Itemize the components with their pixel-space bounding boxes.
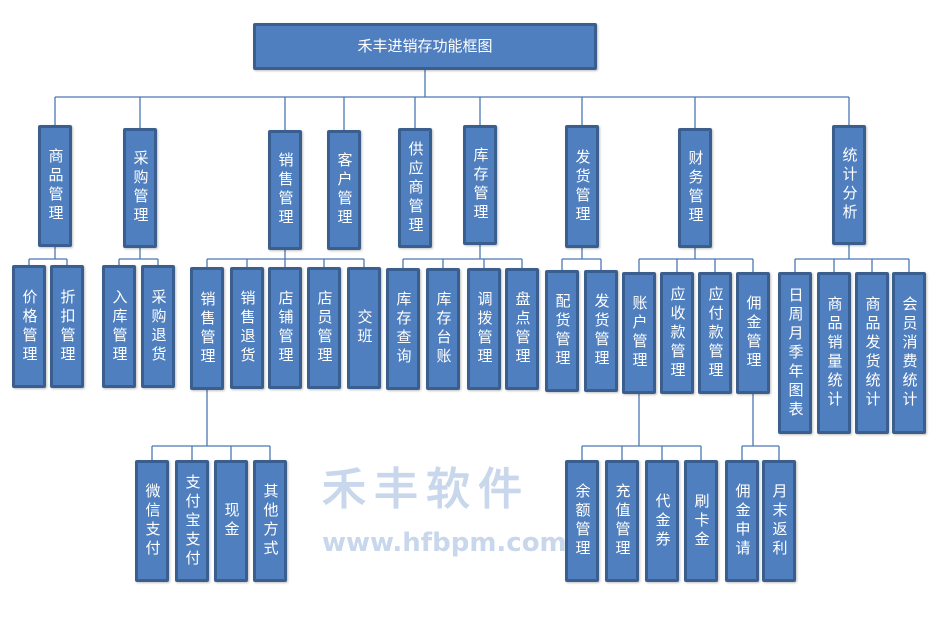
node-box: 会员消费统计 <box>892 272 926 434</box>
node-label: 折扣管理 <box>58 288 77 365</box>
node-box: 充值管理 <box>605 460 639 582</box>
node-label: 商品销量统计 <box>825 296 844 410</box>
node-box: 日周月季年图表 <box>778 272 812 434</box>
node-label: 库存管理 <box>471 147 490 223</box>
node-box: 月末返利 <box>762 460 796 582</box>
node-label: 余额管理 <box>573 483 592 559</box>
node-label: 日周月季年图表 <box>786 286 805 420</box>
diagram-title: 禾丰进销存功能框图 <box>357 37 493 55</box>
diagram-title-box: 禾丰进销存功能框图 <box>253 23 597 70</box>
node-label: 采购管理 <box>131 150 150 226</box>
node-box: 客户管理 <box>327 130 361 250</box>
node-label: 销售退货 <box>238 290 257 366</box>
node-box: 佣金管理 <box>736 272 770 394</box>
node-label: 账户管理 <box>630 295 649 371</box>
node-label: 支付宝支付 <box>183 473 202 569</box>
node-box: 价格管理 <box>12 265 46 388</box>
node-label: 佣金申请 <box>733 483 752 559</box>
node-box: 统计分析 <box>832 125 866 245</box>
node-box: 微信支付 <box>135 460 169 582</box>
node-label: 库存查询 <box>394 291 413 367</box>
node-label: 交班 <box>355 309 374 347</box>
node-label: 库存台账 <box>434 291 453 367</box>
node-box: 发货管理 <box>584 270 618 392</box>
node-label: 客户管理 <box>335 152 354 228</box>
node-label: 月末返利 <box>770 483 789 559</box>
node-label: 入库管理 <box>110 288 129 365</box>
node-label: 财务管理 <box>686 150 705 226</box>
node-label: 发货管理 <box>592 293 611 369</box>
node-box: 销售退货 <box>230 267 264 389</box>
node-box: 店员管理 <box>307 267 341 389</box>
node-box: 现金 <box>214 460 248 582</box>
node-label: 供应商管理 <box>406 140 425 236</box>
node-box: 刷卡金 <box>684 460 718 582</box>
node-label: 应付款管理 <box>706 285 725 381</box>
node-label: 代金券 <box>653 492 672 550</box>
node-label: 配货管理 <box>553 293 572 369</box>
node-box: 账户管理 <box>622 272 656 394</box>
node-box: 店铺管理 <box>268 267 302 389</box>
node-box: 商品管理 <box>38 125 72 247</box>
node-box: 入库管理 <box>102 265 136 388</box>
node-label: 会员消费统计 <box>900 296 919 410</box>
node-label: 充值管理 <box>613 483 632 559</box>
node-box: 余额管理 <box>565 460 599 582</box>
node-label: 佣金管理 <box>744 295 763 371</box>
node-box: 折扣管理 <box>50 265 84 388</box>
node-label: 发货管理 <box>573 148 592 225</box>
node-box: 配货管理 <box>545 270 579 392</box>
node-box: 盘点管理 <box>505 268 539 390</box>
node-box: 商品发货统计 <box>855 272 889 434</box>
node-box: 库存查询 <box>386 268 420 390</box>
node-label: 销售管理 <box>276 152 295 228</box>
node-label: 销售管理 <box>198 290 217 367</box>
node-label: 店铺管理 <box>276 290 295 366</box>
node-label: 商品管理 <box>46 148 65 224</box>
node-box: 应付款管理 <box>698 272 732 394</box>
node-box: 发货管理 <box>565 125 599 248</box>
node-box: 销售管理 <box>268 130 302 250</box>
node-label: 微信支付 <box>143 483 162 559</box>
node-box: 交班 <box>347 267 381 389</box>
node-label: 店员管理 <box>315 290 334 366</box>
node-box: 其他方式 <box>253 460 287 582</box>
node-label: 盘点管理 <box>513 291 532 367</box>
node-label: 商品发货统计 <box>863 296 882 410</box>
node-box: 应收款管理 <box>660 272 694 394</box>
node-box: 调拨管理 <box>467 268 501 390</box>
node-label: 统计分析 <box>840 147 859 223</box>
node-box: 采购退货 <box>141 265 175 388</box>
node-label: 应收款管理 <box>668 285 687 381</box>
node-box: 库存管理 <box>463 125 497 245</box>
node-box: 供应商管理 <box>398 128 432 248</box>
node-label: 刷卡金 <box>692 492 711 550</box>
node-box: 销售管理 <box>190 267 224 390</box>
node-label: 其他方式 <box>261 483 280 559</box>
node-box: 支付宝支付 <box>175 460 209 582</box>
node-box: 库存台账 <box>426 268 460 390</box>
node-label: 价格管理 <box>20 288 39 365</box>
node-box: 商品销量统计 <box>817 272 851 434</box>
node-box: 佣金申请 <box>725 460 759 582</box>
node-label: 调拨管理 <box>475 291 494 367</box>
node-box: 代金券 <box>645 460 679 582</box>
node-label: 现金 <box>222 502 241 540</box>
node-box: 财务管理 <box>678 128 712 248</box>
node-label: 采购退货 <box>149 288 168 365</box>
node-box: 采购管理 <box>123 128 157 248</box>
